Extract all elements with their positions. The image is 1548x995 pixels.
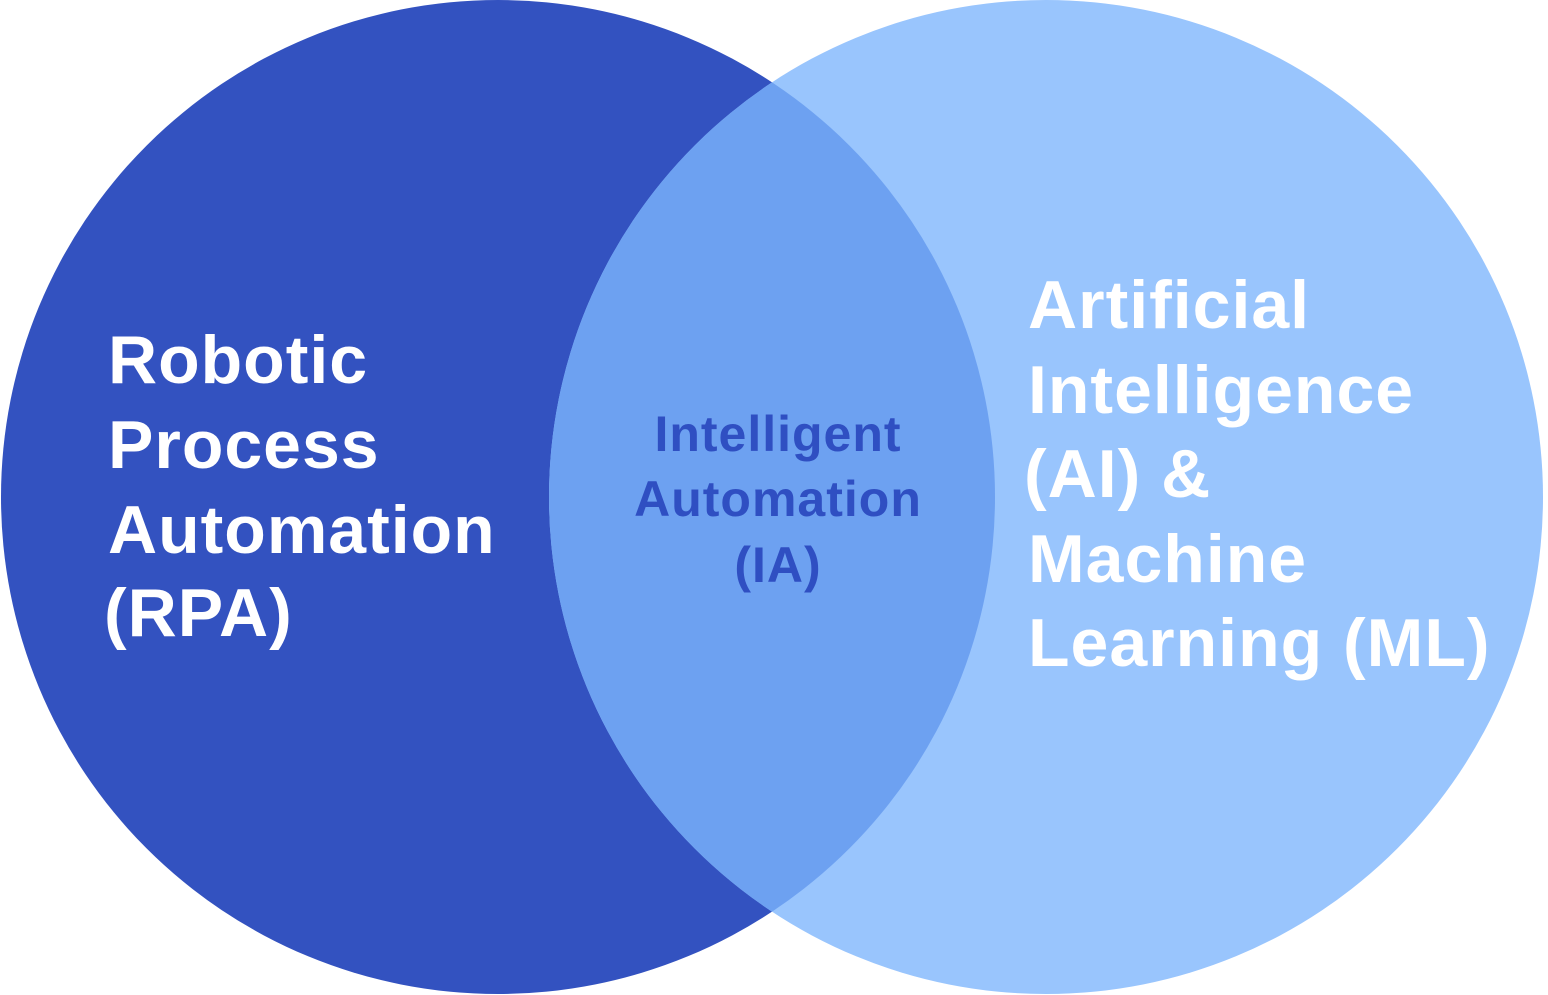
ai-ml-label-line: Learning (ML): [1028, 605, 1491, 681]
rpa-label-line: Process: [108, 407, 380, 483]
rpa-label-line: (RPA): [104, 575, 293, 651]
ia-label-line: Intelligent: [654, 406, 901, 462]
ai-ml-label-line: Machine: [1028, 521, 1307, 597]
ai-ml-label-line: (AI) &: [1024, 436, 1211, 512]
ia-label-line: Automation: [634, 471, 922, 527]
ia-label: Intelligent Automation (IA): [634, 406, 922, 593]
intelligent-automation-overlap: [549, 0, 995, 994]
rpa-label-line: Automation: [108, 492, 496, 568]
rpa-label: Robotic Process Automation (RPA): [104, 322, 496, 651]
ai-ml-label: Artificial Intelligence (AI) & Machine L…: [1024, 267, 1491, 681]
ai-ml-label-line: Intelligence: [1028, 352, 1414, 428]
ai-ml-label-line: Artificial: [1028, 267, 1310, 343]
rpa-label-line: Robotic: [108, 322, 368, 398]
ia-label-line: (IA): [734, 537, 821, 593]
